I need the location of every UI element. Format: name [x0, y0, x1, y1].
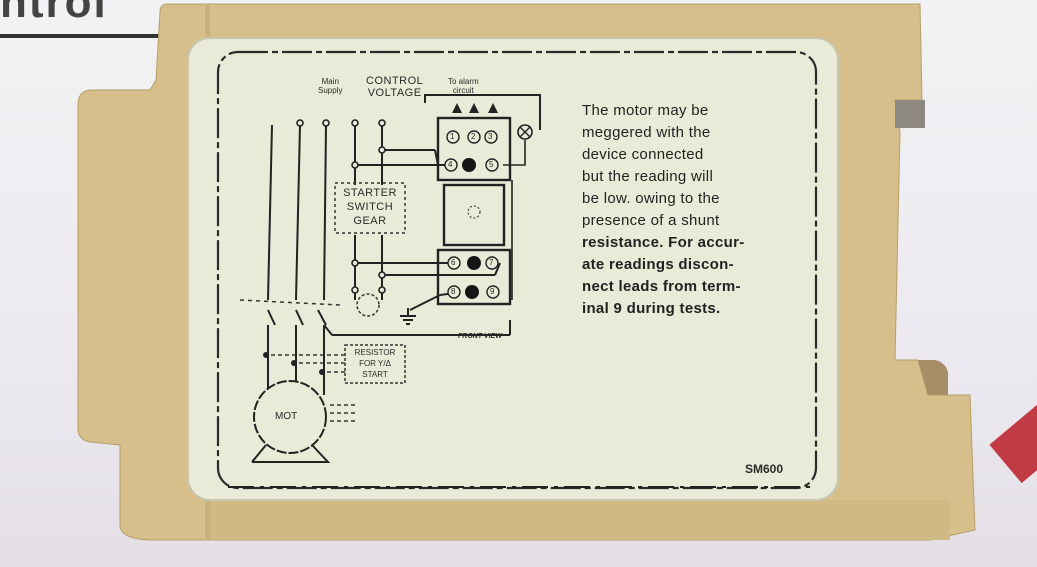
resistor-box [344, 344, 406, 384]
resistor-label: RESISTOR FOR Y/Δ START [354, 348, 396, 379]
terminal-4: 4 [448, 160, 453, 169]
overload-coil [356, 293, 380, 317]
terminal-1: 1 [450, 132, 455, 141]
motor-icon [253, 380, 327, 454]
terminal-6: 6 [451, 258, 456, 267]
starter-switchgear-label: STARTER SWITCH GEAR [343, 187, 397, 227]
supply-terminals [296, 119, 386, 294]
label-plate [187, 37, 839, 501]
main-supply-label: Main Supply [318, 77, 343, 95]
label-border [216, 50, 818, 490]
contactor-link [239, 299, 341, 306]
earth-icon [400, 308, 416, 325]
resistor-leads [264, 354, 355, 422]
housing-lower-edge [210, 500, 950, 540]
housing-notch-bottom [918, 360, 948, 395]
terminal-7: 7 [489, 258, 494, 267]
terminal-9: 9 [490, 287, 495, 296]
motor-label: MOT [275, 411, 298, 422]
instructions-text: The motor may be meggered with the devic… [582, 102, 745, 317]
alarm-circuit-label: To alarm circuit [448, 77, 479, 95]
front-view-label: FRONT VIEW [458, 333, 502, 340]
relay-front-view [424, 94, 541, 306]
terminal-8: 8 [451, 287, 456, 296]
housing-notch-top [895, 100, 925, 128]
background-rule-line [0, 34, 160, 38]
terminal-2: 2 [471, 132, 476, 141]
model-code: SM600 [745, 462, 784, 476]
junction-dots [263, 352, 325, 375]
background-printed-text: ntrol [0, 0, 108, 27]
terminal-5: 5 [489, 160, 494, 169]
alarm-lamp-icon [503, 124, 533, 166]
control-voltage-label: CONTROL VOLTAGE [366, 75, 424, 99]
motor-base [251, 444, 331, 463]
terminal-3: 3 [488, 132, 493, 141]
